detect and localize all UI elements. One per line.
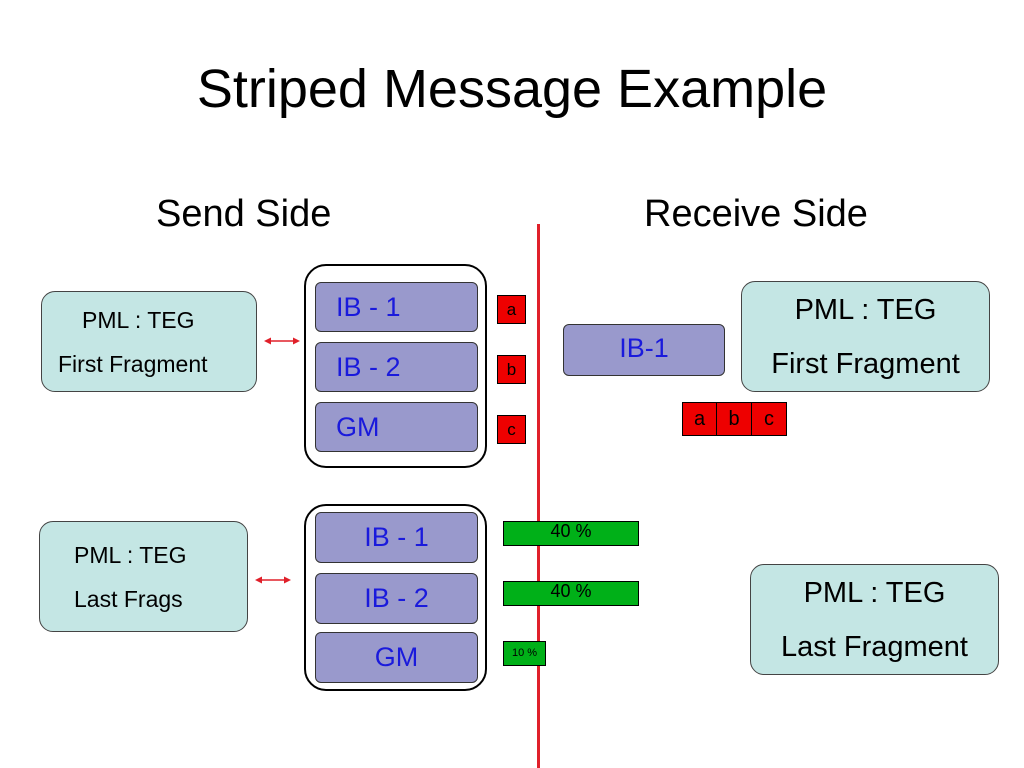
assembled-fragments: a b c (682, 402, 787, 436)
receive-channel-ib1: IB-1 (563, 324, 725, 376)
page-title: Striped Message Example (196, 59, 828, 119)
send-group2-channel-gm: GM (315, 632, 478, 683)
send-group1-channel-ib2: IB - 2 (315, 342, 478, 392)
fragment-tag-a: a (497, 295, 526, 324)
send-pml-last-line1: PML : TEG (74, 541, 187, 568)
receive-side-heading: Receive Side (644, 193, 868, 235)
receive-pml-first-fragment-box: PML : TEG First Fragment (741, 281, 990, 392)
send-group2-channel-ib2: IB - 2 (315, 573, 478, 624)
channel-label: IB - 2 (336, 351, 401, 382)
send-group2-channel-ib1: IB - 1 (315, 512, 478, 563)
send-receive-divider (537, 224, 540, 768)
channel-label: IB - 1 (364, 522, 429, 552)
receive-pml-first-line2: First Fragment (771, 347, 960, 380)
channel-label: IB-1 (619, 333, 669, 363)
channel-label: IB - 2 (364, 583, 429, 613)
send-group1-channel-gm: GM (315, 402, 478, 452)
send-pml-last-line2: Last Frags (74, 585, 183, 612)
channel-label: GM (374, 642, 419, 672)
send-pml-first-fragment-box: PML : TEG First Fragment (41, 291, 257, 392)
double-arrow-icon (264, 336, 300, 346)
stripe-share-bar-ib1: 40 % (503, 521, 639, 546)
receive-pml-last-fragment-box: PML : TEG Last Fragment (750, 564, 999, 675)
fragment-tag-b: b (497, 355, 526, 384)
fragment-tag-c: c (497, 415, 526, 444)
channel-label: GM (336, 411, 380, 442)
assembled-fragment-b: b (717, 402, 752, 436)
channel-label: IB - 1 (336, 291, 401, 322)
send-side-heading: Send Side (156, 193, 332, 235)
assembled-fragment-a: a (682, 402, 717, 436)
double-arrow-icon (255, 575, 291, 585)
assembled-fragment-c: c (752, 402, 787, 436)
send-channel-group-1 (304, 264, 487, 468)
receive-pml-last-line1: PML : TEG (803, 576, 946, 609)
send-pml-last-frags-box: PML : TEG Last Frags (39, 521, 248, 632)
send-pml-first-line2: First Fragment (58, 350, 208, 377)
stripe-share-bar-ib2: 40 % (503, 581, 639, 606)
stripe-share-bar-gm: 10 % (503, 641, 546, 666)
receive-pml-first-line1: PML : TEG (794, 293, 937, 326)
receive-pml-last-line2: Last Fragment (781, 630, 968, 663)
send-group1-channel-ib1: IB - 1 (315, 282, 478, 332)
send-channel-group-2 (304, 504, 487, 691)
send-pml-first-line1: PML : TEG (82, 306, 195, 333)
